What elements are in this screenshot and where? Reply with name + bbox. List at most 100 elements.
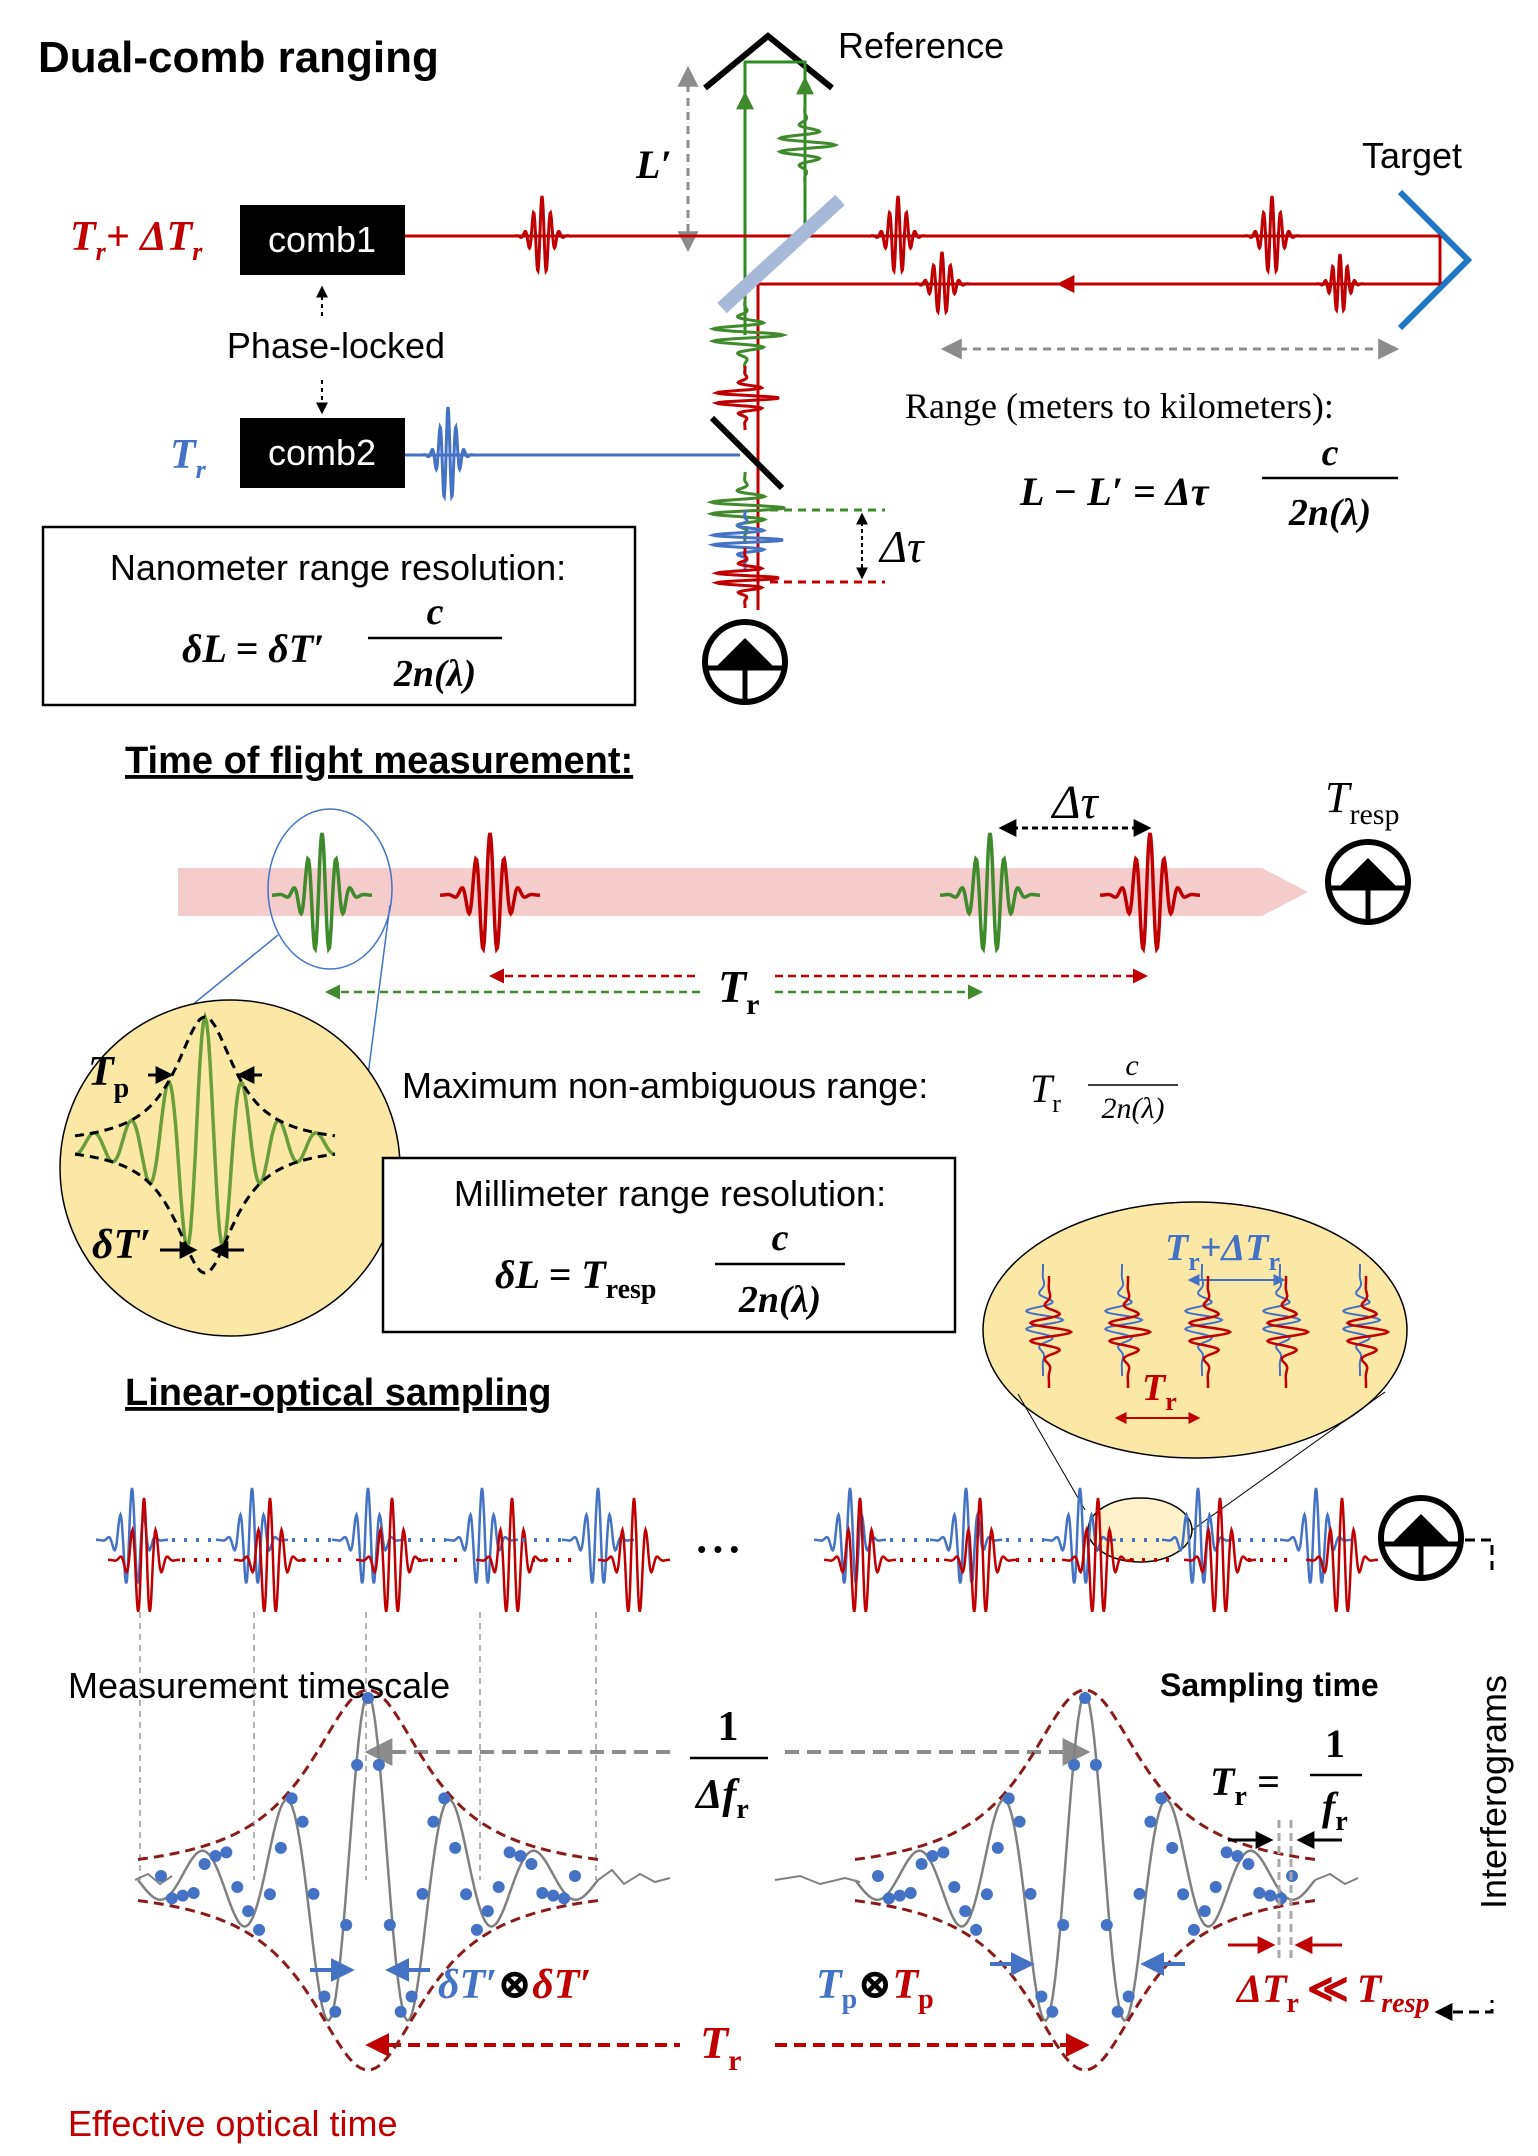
sample-point bbox=[1024, 1887, 1037, 1900]
conv-right-label: Tp⊗Tp bbox=[816, 1962, 934, 2015]
sample-point bbox=[1079, 1692, 1091, 1704]
tof-heading: Time of flight measurement: bbox=[125, 740, 633, 782]
train-red-pulse bbox=[234, 1497, 306, 1612]
inset-tr-label: Tr bbox=[1142, 1367, 1177, 1416]
target-label: Target bbox=[1362, 135, 1462, 176]
red-pulse bbox=[1100, 832, 1200, 954]
inset-red-pulse bbox=[1187, 1276, 1233, 1388]
pulse-train-inset bbox=[982, 1201, 1408, 1459]
train-red-pulse bbox=[1184, 1497, 1256, 1612]
sample-point bbox=[970, 1923, 983, 1936]
reference-mirror bbox=[703, 32, 834, 91]
sample-point bbox=[362, 1692, 374, 1704]
pulse-graphics bbox=[74, 103, 1391, 2072]
sample-point bbox=[1231, 1850, 1244, 1862]
sample-point bbox=[1209, 1881, 1222, 1893]
comb1-box bbox=[240, 205, 405, 275]
red-pulse bbox=[1241, 195, 1303, 276]
bottom-tr-label: Tr bbox=[700, 2017, 741, 2077]
sample-point bbox=[460, 1888, 473, 1901]
sample-point bbox=[514, 1850, 527, 1862]
comb1-label: comb1 bbox=[268, 219, 376, 260]
train-red-pulse bbox=[108, 1497, 180, 1612]
sample-point bbox=[1046, 2005, 1059, 2018]
sample-point bbox=[481, 1905, 494, 1918]
tof-tr-label: Tr bbox=[718, 961, 759, 1021]
sample-point bbox=[1035, 1990, 1048, 2003]
sample-point bbox=[1264, 1889, 1277, 1902]
dtr-relation-label: ΔTr≪Tresp bbox=[1235, 1966, 1430, 2019]
inset-envelope bbox=[74, 1015, 336, 1138]
inset-red-pulse bbox=[1107, 1276, 1153, 1388]
sample-point bbox=[937, 1846, 950, 1859]
sample-point bbox=[893, 1889, 906, 1902]
sample-point bbox=[1057, 1919, 1070, 1931]
tof-delta-tau-label: Δτ bbox=[1050, 776, 1099, 829]
sample-point bbox=[1013, 1815, 1026, 1828]
nanometer-formula: δL = δT′ bbox=[182, 626, 324, 671]
sample-point bbox=[959, 1905, 972, 1918]
interferogram-envelope bbox=[137, 1688, 599, 1861]
sample-point bbox=[427, 1815, 440, 1828]
ellipsis: • • • bbox=[697, 1534, 739, 1564]
t-resp-label: Tresp bbox=[1325, 773, 1399, 831]
sample-point bbox=[394, 2005, 407, 2018]
sample-point bbox=[296, 1815, 309, 1828]
inset-red-pulse bbox=[1265, 1276, 1311, 1388]
green-pulse bbox=[708, 296, 789, 374]
effective-optical-time-label: Effective optical time bbox=[68, 2103, 397, 2144]
sample-point bbox=[340, 1919, 353, 1931]
photodetector-icon bbox=[702, 619, 788, 705]
measurement-timescale-label: Measurement timescale bbox=[68, 1665, 450, 1706]
zoom-circle bbox=[267, 808, 393, 970]
sample-point bbox=[547, 1889, 560, 1902]
sample-point bbox=[569, 1870, 581, 1882]
sample-point bbox=[1187, 1923, 1200, 1936]
blue-pulse bbox=[707, 509, 784, 571]
sample-point bbox=[470, 1923, 483, 1936]
pink-time-band bbox=[178, 868, 1308, 916]
inset-blue-pulse bbox=[1341, 1264, 1382, 1376]
sample-point bbox=[1089, 1758, 1102, 1771]
tp-label: Tp bbox=[88, 1049, 129, 1104]
one-over-delta-fr-den: Δfr bbox=[694, 1772, 749, 1825]
sample-point bbox=[165, 1892, 178, 1905]
sample-point bbox=[1111, 2005, 1124, 2018]
dT-prime-label: δT′ bbox=[92, 1222, 151, 1268]
max-range-num: c bbox=[1125, 1049, 1138, 1082]
sample-point bbox=[1220, 1846, 1233, 1859]
baseline bbox=[1314, 1872, 1359, 1886]
train-red-pulse bbox=[824, 1497, 896, 1612]
delta-tau-label-top: Δτ bbox=[878, 521, 925, 572]
train-red-pulse bbox=[476, 1497, 548, 1612]
sample-point bbox=[449, 1841, 462, 1854]
sample-point bbox=[176, 1889, 189, 1902]
sample-point bbox=[318, 1990, 331, 2003]
red-pulse bbox=[440, 832, 540, 954]
train-blue-pulse bbox=[1044, 1487, 1116, 1584]
zoom-ellipse bbox=[1087, 1497, 1193, 1563]
green-pulse bbox=[776, 103, 840, 187]
sample-point bbox=[1198, 1905, 1211, 1918]
sample-point bbox=[926, 1850, 939, 1862]
conv-left-label: δT′⊗δT′ bbox=[438, 1962, 591, 2008]
sample-point bbox=[383, 1919, 396, 1931]
sample-point bbox=[1177, 1888, 1190, 1901]
sample-point bbox=[438, 1792, 451, 1805]
max-range-caption: Maximum non-ambiguous range: bbox=[402, 1065, 928, 1106]
one-over-delta-fr-num: 1 bbox=[718, 1704, 739, 1750]
photodetector-icon bbox=[1325, 839, 1411, 925]
inset-blue-pulse bbox=[1024, 1264, 1065, 1376]
train-red-pulse bbox=[944, 1497, 1016, 1612]
sample-point bbox=[503, 1846, 516, 1859]
sample-point bbox=[991, 1841, 1004, 1854]
sample-point bbox=[307, 1887, 320, 1900]
sample-point bbox=[948, 1881, 961, 1893]
diagram-title: Dual-comb ranging bbox=[38, 33, 439, 82]
sample-point bbox=[1275, 1892, 1288, 1905]
red-pulse bbox=[511, 195, 573, 276]
sample-point bbox=[209, 1850, 222, 1862]
sample-point bbox=[525, 1858, 538, 1870]
millimeter-formula-den: 2n(λ) bbox=[738, 1279, 821, 1321]
nanometer-formula-num: c bbox=[427, 591, 444, 633]
